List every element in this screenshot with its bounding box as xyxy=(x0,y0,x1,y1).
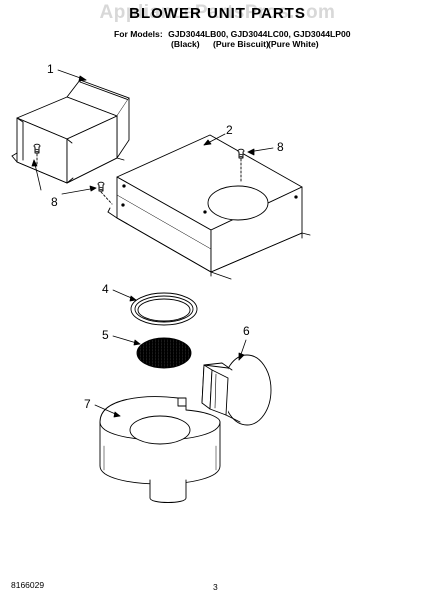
leader-lines xyxy=(31,69,274,418)
variant-biscuit: (Pure Biscuit) xyxy=(213,39,269,49)
variant-black: (Black) xyxy=(171,39,200,49)
callout-8-left: 8 xyxy=(51,195,58,209)
part-8-screw-housing-left xyxy=(97,181,113,205)
models-list: GJD3044LB00, GJD3044LC00, GJD3044LP00 xyxy=(168,29,351,39)
callout-1: 1 xyxy=(47,62,54,76)
part-4-ring xyxy=(130,292,198,326)
part-6-transition xyxy=(201,354,272,426)
models-label: For Models: xyxy=(114,29,163,39)
callout-4: 4 xyxy=(102,282,109,296)
part-number: 8166029 xyxy=(11,580,45,590)
models-line: For Models: GJD3044LB00, GJD3044LC00, GJ… xyxy=(114,29,351,39)
part-1-bracket xyxy=(11,79,130,184)
callout-2: 2 xyxy=(226,123,233,137)
part-2-housing xyxy=(107,134,311,280)
callout-5: 5 xyxy=(102,328,109,342)
part-8-screw-bracket xyxy=(33,143,41,167)
part-5-mesh-screen xyxy=(136,337,192,369)
variant-white: (Pure White) xyxy=(268,39,319,49)
callout-8-right: 8 xyxy=(277,140,284,154)
watermark: AppliancePartsPros.com xyxy=(99,2,336,23)
callout-6: 6 xyxy=(243,324,250,338)
part-7-blower xyxy=(99,396,221,503)
part-8-screw-housing-right xyxy=(237,148,245,184)
page-number: 3 xyxy=(213,582,218,592)
callout-7: 7 xyxy=(84,397,91,411)
page-title: BLOWER UNIT PARTS xyxy=(129,5,306,22)
